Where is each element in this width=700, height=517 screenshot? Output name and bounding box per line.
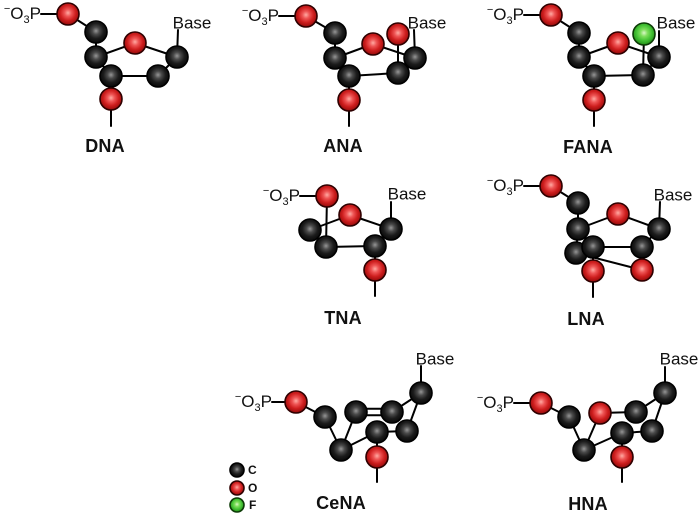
- molecule-name-label: LNA: [567, 309, 605, 329]
- atom-carbon: [337, 64, 361, 88]
- molecule-name-label: CeNA: [316, 493, 366, 513]
- atom-oxygen: [123, 31, 147, 55]
- atom-oxygen: [582, 88, 606, 112]
- molecule-structure-fana: [523, 3, 671, 127]
- atom-oxygen: [588, 401, 612, 425]
- phosphate-label: −O3P: [241, 5, 279, 28]
- atom-oxygen: [630, 258, 654, 282]
- atom-oxygen: [284, 390, 308, 414]
- phosphate-label: −O3P: [3, 3, 41, 26]
- atom-oxygen: [610, 445, 634, 469]
- atom-carbon: [323, 46, 347, 70]
- base-label: Base: [415, 349, 455, 369]
- atom-carbon: [581, 235, 605, 259]
- legend: [229, 462, 245, 513]
- atom-carbon: [314, 235, 338, 259]
- molecule-structure-tna: [298, 184, 403, 297]
- atom-carbon: [567, 45, 591, 69]
- atom-carbon: [647, 45, 671, 69]
- atom-carbon: [84, 20, 108, 44]
- atom-carbon: [99, 64, 123, 88]
- atom-carbon: [630, 235, 654, 259]
- molecule-name-label: HNA: [568, 494, 608, 514]
- atom-oxygen: [361, 32, 385, 56]
- legend-c-swatch-icon: [229, 462, 245, 478]
- atom-carbon: [379, 217, 403, 241]
- atom-oxygen: [56, 2, 80, 26]
- molecule-structure-cena: [271, 365, 433, 483]
- atom-carbon: [386, 61, 410, 85]
- molecule-name-label: FANA: [563, 137, 613, 157]
- base-label: Base: [387, 184, 427, 204]
- atom-carbon: [403, 46, 427, 70]
- phosphate-label: −O3P: [262, 185, 300, 208]
- atom-oxygen: [294, 4, 318, 28]
- atom-carbon: [567, 21, 591, 45]
- atom-oxygen: [539, 3, 563, 27]
- base-label: Base: [656, 13, 696, 33]
- molecule-structure-ana: [278, 4, 427, 127]
- base-label: Base: [653, 185, 693, 205]
- atom-carbon: [323, 21, 347, 45]
- atom-carbon: [395, 419, 419, 443]
- atom-carbon: [647, 217, 671, 241]
- atom-carbon: [165, 45, 189, 69]
- atom-carbon: [380, 400, 404, 424]
- legend-label-o: O: [248, 481, 258, 495]
- molecule-structure-hna: [513, 366, 677, 483]
- legend-o-swatch-icon: [229, 480, 245, 496]
- phosphate-label: −O3P: [476, 392, 514, 415]
- atom-carbon: [298, 218, 322, 242]
- atom-carbon: [610, 421, 634, 445]
- phosphate-label: −O3P: [486, 175, 524, 198]
- base-label: Base: [172, 13, 212, 33]
- atom-oxygen: [581, 259, 605, 283]
- base-label: Base: [659, 349, 699, 369]
- legend-label-f: F: [249, 498, 257, 512]
- atom-carbon: [653, 381, 677, 405]
- molecule-name-label: DNA: [85, 136, 125, 156]
- atom-oxygen: [606, 202, 630, 226]
- atom-oxygen: [529, 391, 553, 415]
- atom-oxygen: [337, 88, 361, 112]
- atom-oxygen: [338, 203, 362, 227]
- atom-carbon: [329, 438, 353, 462]
- atom-oxygen: [363, 258, 387, 282]
- atom-carbon: [313, 405, 337, 429]
- molecule-name-label: ANA: [323, 136, 363, 156]
- atom-carbon: [624, 400, 648, 424]
- atom-carbon: [557, 405, 581, 429]
- atom-oxygen: [606, 31, 630, 55]
- atom-carbon: [566, 217, 590, 241]
- atom-carbon: [409, 381, 433, 405]
- atom-carbon: [566, 191, 590, 215]
- phosphate-label: −O3P: [486, 4, 524, 27]
- legend-label-c: C: [248, 463, 257, 477]
- molecule-name-label: TNA: [324, 308, 362, 328]
- atom-carbon: [84, 45, 108, 69]
- legend-f-swatch-icon: [229, 497, 245, 513]
- atom-carbon: [365, 420, 389, 444]
- atom-oxygen: [386, 22, 410, 46]
- atom-carbon: [363, 234, 387, 258]
- molecule-structure-dna: [40, 2, 189, 127]
- phosphate-label: −O3P: [234, 391, 272, 414]
- atom-carbon: [146, 64, 170, 88]
- atom-carbon: [572, 438, 596, 462]
- atom-fluorine: [632, 22, 656, 46]
- atom-carbon: [640, 419, 664, 443]
- atom-oxygen: [99, 87, 123, 111]
- atom-carbon: [631, 63, 655, 87]
- atom-oxygen: [365, 445, 389, 469]
- base-label: Base: [407, 13, 447, 33]
- molecule-structure-lna: [523, 174, 671, 298]
- atom-carbon: [582, 64, 606, 88]
- atom-oxygen: [539, 174, 563, 198]
- atom-carbon: [344, 400, 368, 424]
- atom-oxygen: [315, 184, 339, 208]
